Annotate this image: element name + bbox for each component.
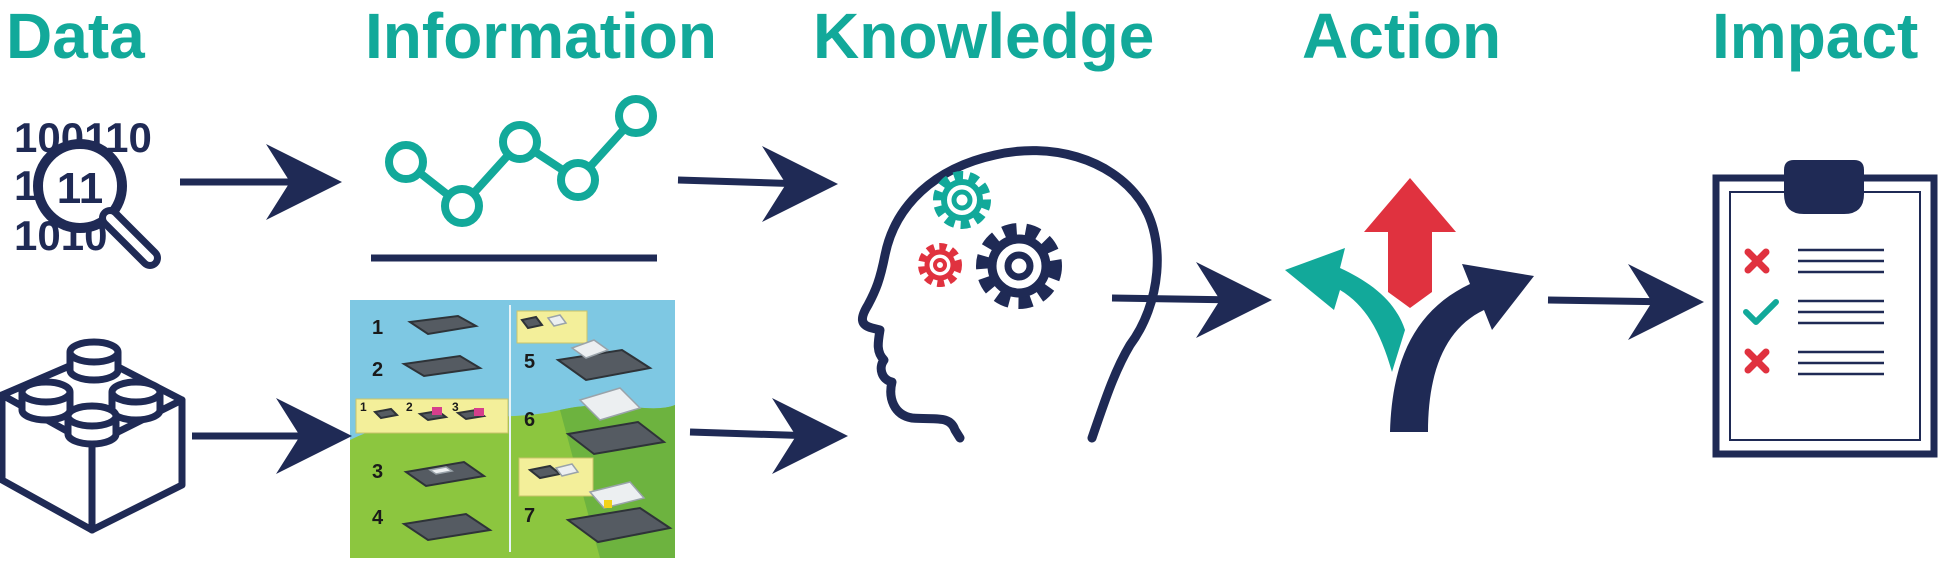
gear-icon [976,223,1062,309]
flow-arrow-data-to-information [180,144,342,220]
cross-icon [1744,348,1770,374]
instruction-substep-number: 1 [360,400,367,414]
flow-arrow-knowledge-to-action [1111,262,1272,338]
graph-point [441,185,483,227]
lego-instructions-image: 1 2 3 4 5 6 7 1 2 3 [350,300,675,558]
magnifier-lens [33,139,127,233]
instruction-substep-number: 2 [406,400,413,414]
instruction-step-number: 5 [524,351,535,373]
instruction-step-number: 4 [372,507,384,529]
binary-magnifier-icon: 100110 10 10 1010 11 [14,114,161,269]
line-graph-icon [371,95,657,262]
flow-arrow-action-to-impact [1547,264,1704,340]
graph-point [615,95,657,137]
flow-arrow-lego-to-instructions [192,398,352,474]
clipboard-clip [1784,160,1864,214]
flow-arrow-information-to-knowledge [677,146,838,222]
stage-title-information: Information [365,0,717,72]
gear-icon [918,243,962,287]
gear-icon [933,171,991,229]
instruction-substep-number: 3 [452,400,459,414]
instruction-step-number: 1 [372,317,383,339]
cross-icon [1744,248,1770,274]
graph-point [385,141,427,183]
instruction-step-number: 7 [524,505,535,527]
lego-brick-icon [0,338,186,534]
head-gears-icon [858,146,1162,443]
diverging-arrows-icon [1285,178,1534,432]
magnifier-number: 11 [57,164,104,213]
stage-title-data: Data [6,0,145,72]
check-icon [1743,299,1779,325]
stage-title-action: Action [1302,0,1502,72]
graph-point [557,159,599,201]
flow-arrow-instructions-to-knowledge [689,398,848,474]
instruction-step-number: 6 [524,409,535,431]
stage-title-impact: Impact [1712,0,1919,72]
graph-point [499,121,541,163]
instruction-step-number: 2 [372,359,383,381]
stage-title-knowledge: Knowledge [813,0,1155,72]
instruction-step-number: 3 [372,461,383,483]
clipboard-checklist-icon [1712,160,1938,458]
